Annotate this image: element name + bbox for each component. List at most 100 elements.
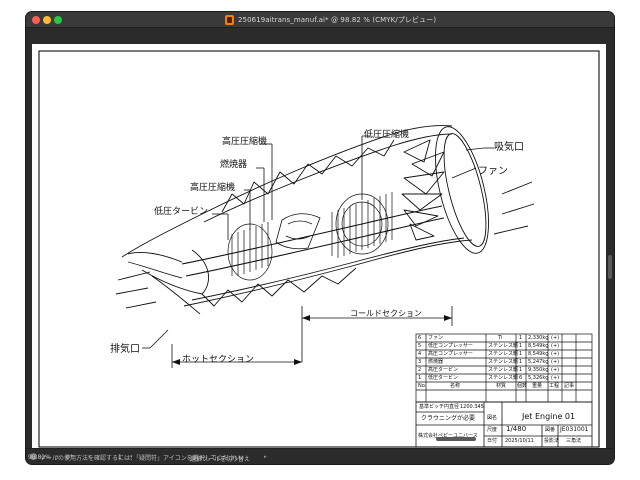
callout-fan: ファン xyxy=(478,166,508,177)
number-label: 図番 xyxy=(545,427,556,433)
row-process: (+) xyxy=(551,351,560,357)
help-icon[interactable]: ? xyxy=(30,453,37,460)
row-no: 3 xyxy=(418,359,422,365)
title-bar: 250619aitrans_manuf.ai* @ 98.82 % (CMYK/… xyxy=(26,12,614,28)
row-name: 高圧コンプレッサー xyxy=(428,351,473,357)
row-no: 6 xyxy=(418,335,422,341)
header-material: 材質 xyxy=(496,383,507,389)
label-hot-section: ホットセクション xyxy=(182,355,255,365)
row-qty: 1 xyxy=(519,367,523,373)
crowning-note: クラウニングが必要 xyxy=(421,415,476,422)
ai-document-icon xyxy=(225,15,234,25)
row-name: ファン xyxy=(428,335,444,341)
callout-lpt: 低圧タービン xyxy=(154,207,209,217)
minimize-window-button[interactable] xyxy=(43,16,51,24)
jet-engine-illustration xyxy=(115,125,535,315)
drawing-sheet xyxy=(38,50,600,448)
number-value: JE031001 xyxy=(560,426,589,433)
row-qty: 1 xyxy=(519,351,523,357)
row-no: 2 xyxy=(418,367,422,373)
row-process: (+) xyxy=(551,367,560,373)
canvas-area[interactable]: 吸気口 ファン 低圧圧縮機 高圧圧縮機 燃焼器 高圧圧縮機 低圧タービン 排気口… xyxy=(26,29,614,454)
fan-blades xyxy=(401,139,445,241)
chevron-down-icon[interactable]: ▾ xyxy=(56,454,59,460)
row-no: 1 xyxy=(418,375,422,381)
turbine-stages xyxy=(227,222,273,281)
callout-hpc-top: 高圧圧縮機 xyxy=(222,137,268,147)
close-window-button[interactable] xyxy=(32,16,40,24)
row-material: Ti xyxy=(498,335,503,341)
row-material: ステンレス鋼 xyxy=(488,375,519,381)
label-cold-section: コールドセクション xyxy=(350,309,422,318)
row-mass: 5,326kg xyxy=(528,375,549,381)
row-qty: 1 xyxy=(519,343,523,349)
row-material: ステンレス鋼 xyxy=(488,343,519,349)
previous-artboard-icon[interactable]: ‹ xyxy=(100,454,102,460)
callout-leaders xyxy=(142,135,494,349)
scale-label: 尺度 xyxy=(487,427,498,433)
date-value: 2025/10/11 xyxy=(505,438,534,444)
active-tool-label[interactable]: 選択ツールを切り替え xyxy=(190,456,251,463)
projection-label: 投影法 xyxy=(544,438,560,444)
company-name: 株式会社ペピーユニバース xyxy=(418,433,478,439)
drawing-name: Jet Engine 01 xyxy=(522,412,576,421)
header-note: 記事 xyxy=(564,383,575,389)
row-name: 燃焼器 xyxy=(428,359,444,365)
projection-value: 三角法 xyxy=(566,438,582,444)
row-qty: 6 xyxy=(519,375,523,381)
pitch-value: 1200.345 xyxy=(460,404,484,410)
header-mass: 重量 xyxy=(532,383,543,389)
next-artboard-icon[interactable]: › xyxy=(142,454,144,460)
combustor xyxy=(275,213,321,250)
row-name: 低圧タービン xyxy=(428,375,459,381)
row-mass: 8,549kg xyxy=(528,343,549,349)
row-material: ステンレス鋼 xyxy=(488,359,519,365)
row-name: 高圧タービン xyxy=(428,367,459,373)
compressor-stages xyxy=(331,192,393,258)
date-label: 日付 xyxy=(487,438,498,444)
vertical-scrollbar[interactable] xyxy=(608,255,612,279)
callout-hpc: 高圧圧縮機 xyxy=(190,183,236,193)
row-mass: 9,350kg xyxy=(528,367,549,373)
maximize-window-button[interactable] xyxy=(54,16,62,24)
header-name: 名称 xyxy=(450,383,461,389)
artboard[interactable]: 吸気口 ファン 低圧圧縮機 高圧圧縮機 燃焼器 高圧圧縮機 低圧タービン 排気口… xyxy=(32,44,606,454)
pitch-label: 基準ピッチ円直径 xyxy=(419,404,460,410)
chevron-down-icon[interactable]: ▾ xyxy=(88,454,91,460)
horizontal-scrollbar[interactable] xyxy=(436,437,476,441)
row-name: 低圧コンプレッサー xyxy=(428,343,473,349)
row-no: 4 xyxy=(418,351,422,357)
zoom-level[interactable]: 98.82% xyxy=(28,454,51,461)
rotation-value[interactable]: 0° xyxy=(66,454,73,461)
header-no: No. xyxy=(418,383,427,389)
status-bar: ? ツールの使用方法を確認するには、「疑問符」アイコンを選択してください。 xyxy=(26,448,614,464)
title-block xyxy=(415,401,593,448)
header-process: 工程 xyxy=(549,383,560,389)
illustrator-window: 250619aitrans_manuf.ai* @ 98.82 % (CMYK/… xyxy=(26,12,614,464)
status-hint: ツールの使用方法を確認するには、「疑問符」アイコンを選択してください。 xyxy=(40,455,247,462)
play-icon[interactable]: ▸ xyxy=(264,454,267,460)
row-process: (+) xyxy=(551,375,560,381)
scale-value: 1/480 xyxy=(506,425,527,433)
window-title: 250619aitrans_manuf.ai* @ 98.82 % (CMYK/… xyxy=(238,16,437,24)
row-mass: 2,330kg xyxy=(528,335,549,341)
row-no: 5 xyxy=(418,343,422,349)
artboard-number[interactable]: 1 xyxy=(118,454,122,461)
header-qty: 個数 xyxy=(517,383,528,389)
row-qty: 1 xyxy=(519,335,523,341)
cold-section-dimension xyxy=(301,306,453,362)
row-mass: 5,247kg xyxy=(528,359,549,365)
callout-exhaust: 排気口 xyxy=(110,344,140,355)
row-qty: 1 xyxy=(519,359,523,365)
row-mass: 8,549kg xyxy=(528,351,549,357)
row-process: (+) xyxy=(551,335,560,341)
chevron-down-icon[interactable]: ▾ xyxy=(130,454,133,460)
row-material: ステンレス鋼 xyxy=(488,367,519,373)
exhaust-nozzle xyxy=(127,249,209,315)
callout-intake: 吸気口 xyxy=(494,142,524,153)
row-material: ステンレス鋼 xyxy=(488,351,519,357)
callout-combustor: 燃焼器 xyxy=(220,160,248,170)
name-label: 図名 xyxy=(487,415,498,421)
row-process: (+) xyxy=(551,343,560,349)
hot-section-dimension xyxy=(171,344,302,368)
